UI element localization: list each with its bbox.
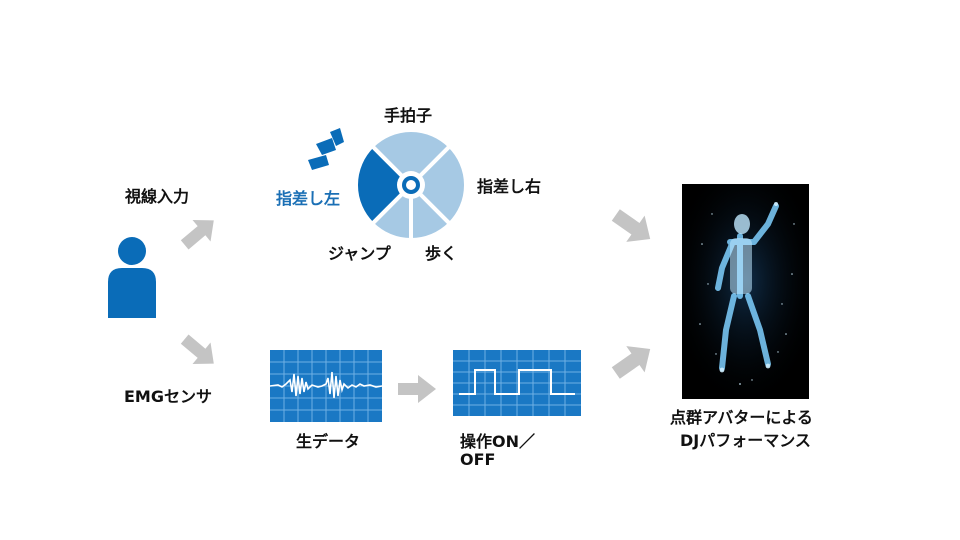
pie-label-left: 指差し左 [276, 189, 341, 208]
operation-label-line2: OFF [460, 450, 496, 469]
avatar-label-line2: DJパフォーマンス [680, 431, 811, 450]
pie-label-top: 手拍子 [384, 106, 433, 125]
arrow-operation-to-avatar [611, 346, 651, 379]
pie-slice-right [408, 143, 466, 227]
raw-data-waveform [270, 350, 382, 422]
pie-label-bottom-right: 歩く [425, 244, 458, 263]
pie-label-bottom-left: ジャンプ [328, 244, 391, 263]
emg-sensor-label: EMGセンサ [124, 387, 212, 406]
arrow-to-pie-menu [180, 219, 214, 250]
pie-label-right: 指差し右 [477, 177, 542, 196]
gesture-pie-menu [356, 130, 466, 240]
person-icon [108, 237, 156, 318]
arrow-pie-to-avatar [611, 209, 651, 242]
raw-data-label: 生データ [296, 432, 361, 451]
arrow-to-operation [398, 375, 436, 403]
avatar-label-line1: 点群アバターによる [670, 408, 813, 427]
signal-arcs-icon [308, 128, 344, 170]
pie-slice-left [356, 143, 414, 227]
arrow-to-raw-data [180, 334, 214, 365]
operation-label-line1: 操作ON／ [460, 432, 535, 451]
pie-slice-top [369, 130, 453, 188]
operation-square-wave [453, 350, 581, 416]
gaze-input-label: 視線入力 [125, 187, 190, 206]
point-cloud-avatar-image [682, 184, 809, 399]
